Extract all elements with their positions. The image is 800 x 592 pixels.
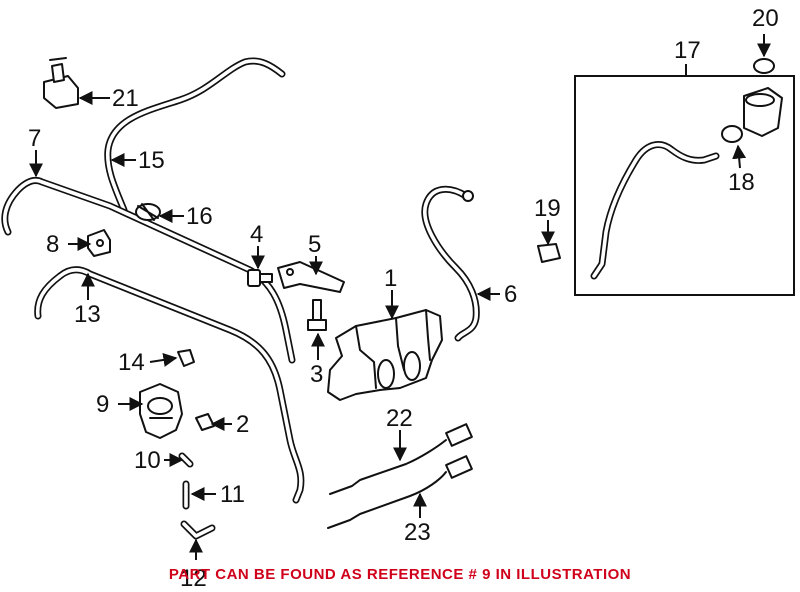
part-15-hose bbox=[104, 57, 286, 214]
callout-10: 10 bbox=[134, 447, 161, 474]
part-20-cap bbox=[753, 58, 775, 74]
callout-22: 22 bbox=[386, 405, 413, 432]
callout-5: 5 bbox=[308, 231, 321, 258]
callout-9: 9 bbox=[96, 391, 109, 418]
part-18-clamp bbox=[721, 125, 743, 143]
part-2-tube bbox=[195, 413, 215, 431]
callout-14: 14 bbox=[118, 349, 145, 376]
callout-18: 18 bbox=[728, 169, 755, 196]
callout-12: 12 bbox=[180, 565, 207, 592]
part-3-bolt bbox=[307, 299, 327, 331]
callout-1: 1 bbox=[384, 265, 397, 292]
part-1-canister bbox=[327, 309, 443, 401]
callout-20: 20 bbox=[752, 5, 779, 32]
callout-23: 23 bbox=[404, 519, 431, 546]
part-6-hose bbox=[421, 185, 480, 342]
part-5-bracket bbox=[277, 261, 345, 293]
part-23-sensor bbox=[327, 455, 473, 529]
callout-labels: 21 15 16 7 8 13 4 5 3 1 6 14 9 2 10 11 1… bbox=[28, 5, 779, 592]
callout-3: 3 bbox=[310, 361, 323, 388]
part-13-pipe bbox=[34, 266, 305, 504]
callout-19: 19 bbox=[534, 195, 561, 222]
callout-13: 13 bbox=[74, 301, 101, 328]
callout-21: 21 bbox=[112, 85, 139, 112]
part-8-block bbox=[87, 229, 111, 257]
part-9-valve bbox=[139, 383, 183, 439]
part-16-clip bbox=[135, 203, 161, 221]
callout-17: 17 bbox=[674, 37, 701, 64]
callout-15: 15 bbox=[138, 147, 165, 174]
part-19-clip bbox=[537, 243, 561, 263]
reference-note: PART CAN BE FOUND AS REFERENCE # 9 IN IL… bbox=[168, 566, 632, 583]
callout-4: 4 bbox=[250, 221, 263, 248]
part-17-assembly bbox=[590, 87, 783, 280]
leaders bbox=[29, 34, 771, 560]
part-10-elbow bbox=[178, 452, 194, 468]
callout-16: 16 bbox=[186, 203, 213, 230]
part-7-pipe bbox=[1, 176, 296, 364]
callout-8: 8 bbox=[46, 231, 59, 258]
callout-7: 7 bbox=[28, 125, 41, 152]
callout-11: 11 bbox=[220, 481, 245, 508]
part-14-fitting bbox=[177, 349, 195, 367]
part-17-box bbox=[574, 75, 795, 296]
part-21-valve bbox=[43, 57, 79, 109]
part-4-bolt bbox=[247, 269, 273, 287]
part-22-sensor bbox=[329, 423, 473, 495]
part-12-hose bbox=[180, 520, 216, 540]
callout-2: 2 bbox=[236, 411, 249, 438]
callout-6: 6 bbox=[504, 281, 517, 308]
